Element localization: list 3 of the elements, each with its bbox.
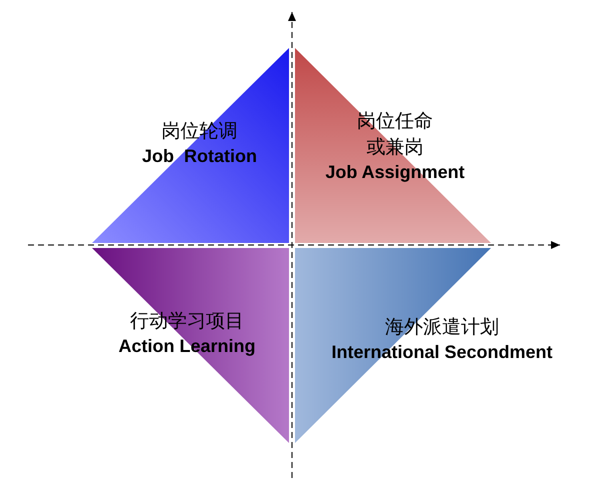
english-label: International Secondment	[331, 342, 553, 363]
english-label: Job Rotation	[142, 146, 257, 167]
chinese-label: 行动学习项目	[130, 309, 244, 334]
